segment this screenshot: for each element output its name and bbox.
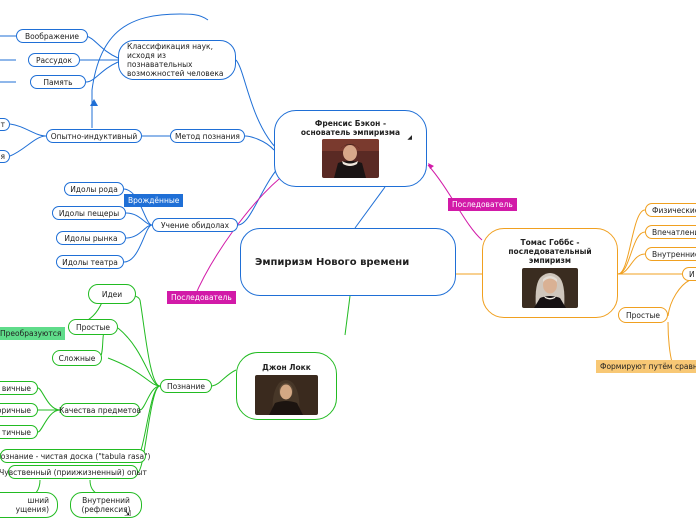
idol-item-label: Идолы пещеры (58, 208, 120, 218)
idols-node[interactable]: Учение обидолах (152, 218, 238, 232)
hobbes-item-label: Внутренние (652, 249, 696, 259)
idol-item-label: Идолы рынка (64, 233, 118, 243)
complex-ideas-node[interactable]: Сложные (52, 350, 102, 366)
idols-label: Учение обидолах (160, 220, 230, 230)
quality-item-label: тичные (1, 427, 31, 437)
class-item-label: Память (43, 77, 73, 87)
method-item-node[interactable]: Опытно-индуктивный (46, 129, 142, 143)
ideas-label: Идеи (101, 289, 123, 299)
quality-secondary[interactable]: оричные (0, 403, 38, 417)
idol-item-label: Идолы театра (62, 257, 118, 267)
method-node[interactable]: Метод познания (170, 129, 245, 143)
method-edge-top[interactable]: нт (0, 118, 10, 131)
collapse-marker-icon[interactable]: ◢ (407, 134, 412, 141)
tabula-rasa-label: Сознание - чистая доска ("tabula rasa") (0, 451, 151, 461)
quality-item-label: вичные (1, 383, 31, 393)
hobbes-item-inner[interactable]: Внутренние (645, 247, 696, 261)
ideas-node[interactable]: Идеи (88, 284, 136, 304)
outer-experience-node[interactable]: шний ущения) (0, 492, 58, 518)
follower-label-right[interactable]: Последователь (448, 198, 517, 211)
idol-item-market[interactable]: Идолы рынка (56, 231, 126, 245)
inner-experience-label: Внутренний (рефлексия) (81, 496, 131, 514)
hobbes-ideas-node[interactable]: И (682, 267, 696, 281)
inner-experience-node[interactable]: Внутренний (рефлексия) (70, 492, 142, 518)
idol-item-theatre[interactable]: Идолы театра (56, 255, 124, 269)
central-topic-label: Эмпиризм Нового времени (255, 256, 410, 268)
edge-fragment-label: ия (0, 152, 5, 161)
tabula-rasa-node[interactable]: Сознание - чистая доска ("tabula rasa") (0, 449, 150, 463)
method-item-label: Опытно-индуктивный (50, 131, 138, 141)
hobbes-item-label: Впечатление (652, 227, 696, 237)
innate-tag[interactable]: Врождённые (124, 194, 184, 207)
hobbes-item-label: Физические (652, 205, 696, 215)
method-label: Метод познания (175, 131, 240, 141)
locke-portrait (255, 375, 318, 415)
classification-label: Классификация наук, исходя из познавател… (127, 42, 224, 78)
hobbes-portrait (522, 268, 578, 308)
simple-ideas-node[interactable]: Простые (68, 319, 118, 335)
central-topic[interactable]: Эмпиризм Нового времени (240, 228, 456, 296)
classification-node[interactable]: Классификация наук, исходя из познавател… (118, 40, 236, 80)
class-item-label: Рассудок (35, 55, 73, 65)
qualities-node[interactable]: Качества предметов (59, 403, 141, 417)
follower-label-text: Последователь (452, 200, 513, 209)
experience-node[interactable]: Чувственный (приижизненный) опыт (0, 465, 147, 479)
follower-label-text: Последователь (171, 293, 232, 302)
formed-tag-label: Формируют путём сравнения (600, 362, 696, 371)
method-edge-bottom[interactable]: ия (0, 150, 10, 163)
complex-ideas-label: Сложные (58, 353, 96, 363)
bacon-title: Френсис Бэкон - основатель эмпиризма (300, 119, 401, 137)
hobbes-simple-node[interactable]: Простые (618, 307, 668, 323)
hobbes-ideas-label: И (689, 269, 695, 279)
bacon-node[interactable]: Френсис Бэкон - основатель эмпиризма ◢ (274, 110, 427, 187)
simple-ideas-label: Простые (75, 322, 111, 332)
edge-fragment-label: нт (0, 120, 5, 129)
class-item-reason[interactable]: Рассудок (28, 53, 80, 67)
class-item-label: Воображение (24, 31, 80, 41)
transform-tag-label: Преобразуются (0, 329, 62, 338)
transform-tag[interactable]: Преобразуются (0, 327, 66, 340)
quality-tertiary[interactable]: тичные (0, 425, 38, 439)
cognition-node[interactable]: Познание (160, 379, 212, 393)
hobbes-simple-label: Простые (625, 310, 661, 320)
locke-node[interactable]: Джон Локк (236, 352, 337, 420)
bacon-portrait (322, 139, 379, 178)
qualities-label: Качества предметов (59, 405, 141, 415)
cognition-label: Познание (166, 381, 206, 391)
follower-label-left[interactable]: Последователь (167, 291, 236, 304)
hobbes-node[interactable]: Томас Гоббс - последовательный эмпиризм (482, 228, 618, 318)
hobbes-title: Томас Гоббс - последовательный эмпиризм (508, 238, 592, 265)
outer-experience-label: шний ущения) (15, 496, 49, 514)
idol-item-cave[interactable]: Идолы пещеры (52, 206, 126, 220)
class-item-memory[interactable]: Память (30, 75, 86, 89)
idol-item-label: Идолы рода (70, 184, 118, 194)
idol-item-tribe[interactable]: Идолы рода (64, 182, 124, 196)
experience-label: Чувственный (приижизненный) опыт (0, 467, 147, 477)
quality-item-label: оричные (0, 405, 31, 415)
locke-title: Джон Локк (262, 363, 311, 372)
hobbes-item-physical[interactable]: Физические (645, 203, 696, 217)
class-item-imagination[interactable]: Воображение (16, 29, 88, 43)
cursor-icon: ⇲ (124, 509, 131, 518)
innate-tag-label: Врождённые (128, 196, 180, 205)
quality-primary[interactable]: вичные (0, 381, 38, 395)
formed-tag[interactable]: Формируют путём сравнения (596, 360, 696, 373)
hobbes-item-impression[interactable]: Впечатление (645, 225, 696, 239)
